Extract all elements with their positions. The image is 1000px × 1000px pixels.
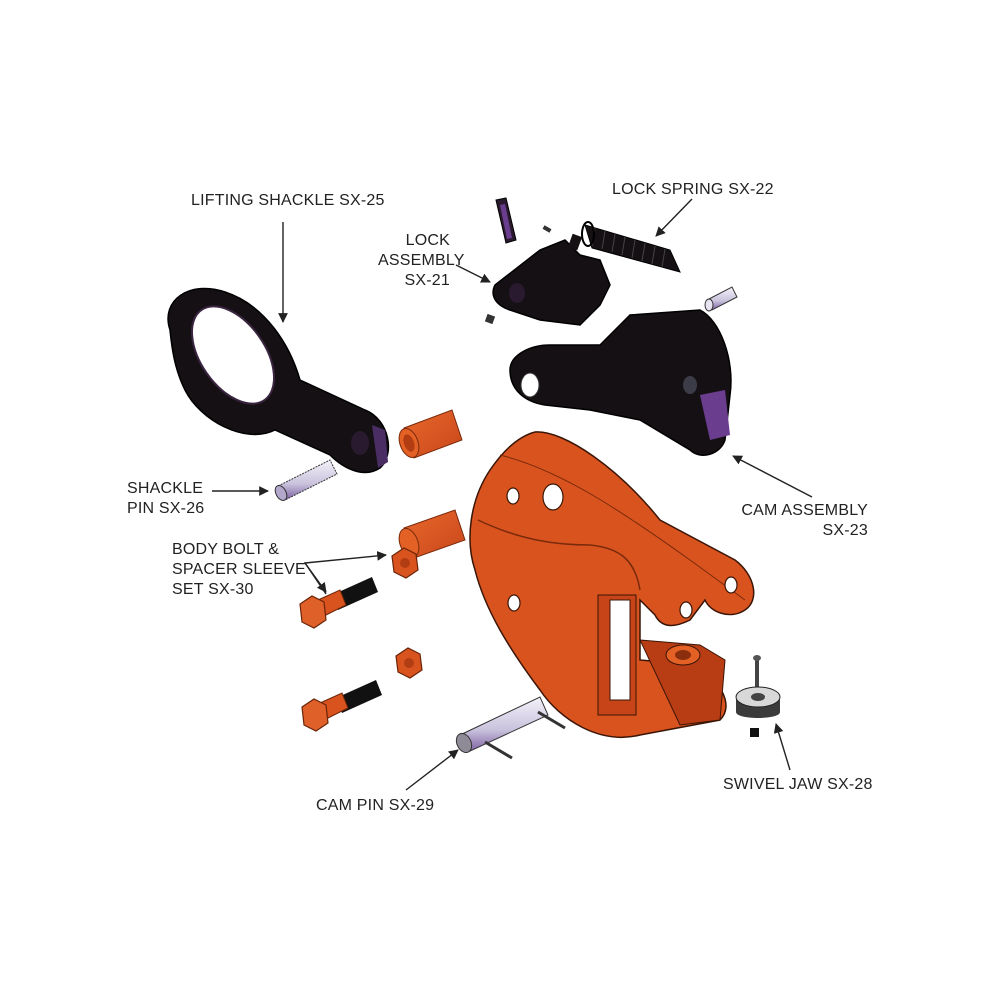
swivel-jaw-part <box>735 655 781 737</box>
cam-assembly-part <box>509 309 732 456</box>
leader-lock-assembly <box>455 264 491 283</box>
nut-upper-part <box>391 547 419 579</box>
spacer-sleeve-part <box>398 409 463 459</box>
nut-lower-part <box>395 647 423 679</box>
spacer-sleeve-lower-part <box>398 509 466 559</box>
cam-pin-part <box>455 696 566 760</box>
lifting-shackle-part <box>167 287 390 474</box>
label-lock-assembly: LOCK ASSEMBLY SX-21 <box>378 232 465 289</box>
leader-lines <box>212 198 813 791</box>
roll-pin-part <box>495 197 517 244</box>
cam-stop-pin-part <box>704 286 738 312</box>
leader-lock-spring <box>655 198 693 237</box>
body-bolt-lower-part <box>301 680 382 732</box>
label-body-bolt: BODY BOLT & SPACER SLEEVE SET SX-30 <box>172 541 306 598</box>
main-body-part <box>469 431 755 738</box>
label-cam-pin: CAM PIN SX-29 <box>316 797 435 814</box>
leader-cam-assembly <box>732 455 813 498</box>
shackle-pin-part <box>274 459 338 501</box>
label-cam-assembly: CAM ASSEMBLY SX-23 <box>741 502 868 539</box>
label-lock-spring: LOCK SPRING SX-22 <box>612 181 774 198</box>
label-swivel-jaw: SWIVEL JAW SX-28 <box>723 776 873 793</box>
leader-cam-pin <box>405 749 459 791</box>
set-screw-small-part <box>484 225 552 325</box>
label-shackle-pin: SHACKLE PIN SX-26 <box>127 480 205 517</box>
lock-assembly-part <box>492 233 611 326</box>
body-bolt-upper-part <box>299 577 378 629</box>
lock-spring-part <box>581 221 681 273</box>
label-lifting-shackle: LIFTING SHACKLE SX-25 <box>191 192 385 209</box>
leader-swivel-jaw <box>773 723 791 771</box>
